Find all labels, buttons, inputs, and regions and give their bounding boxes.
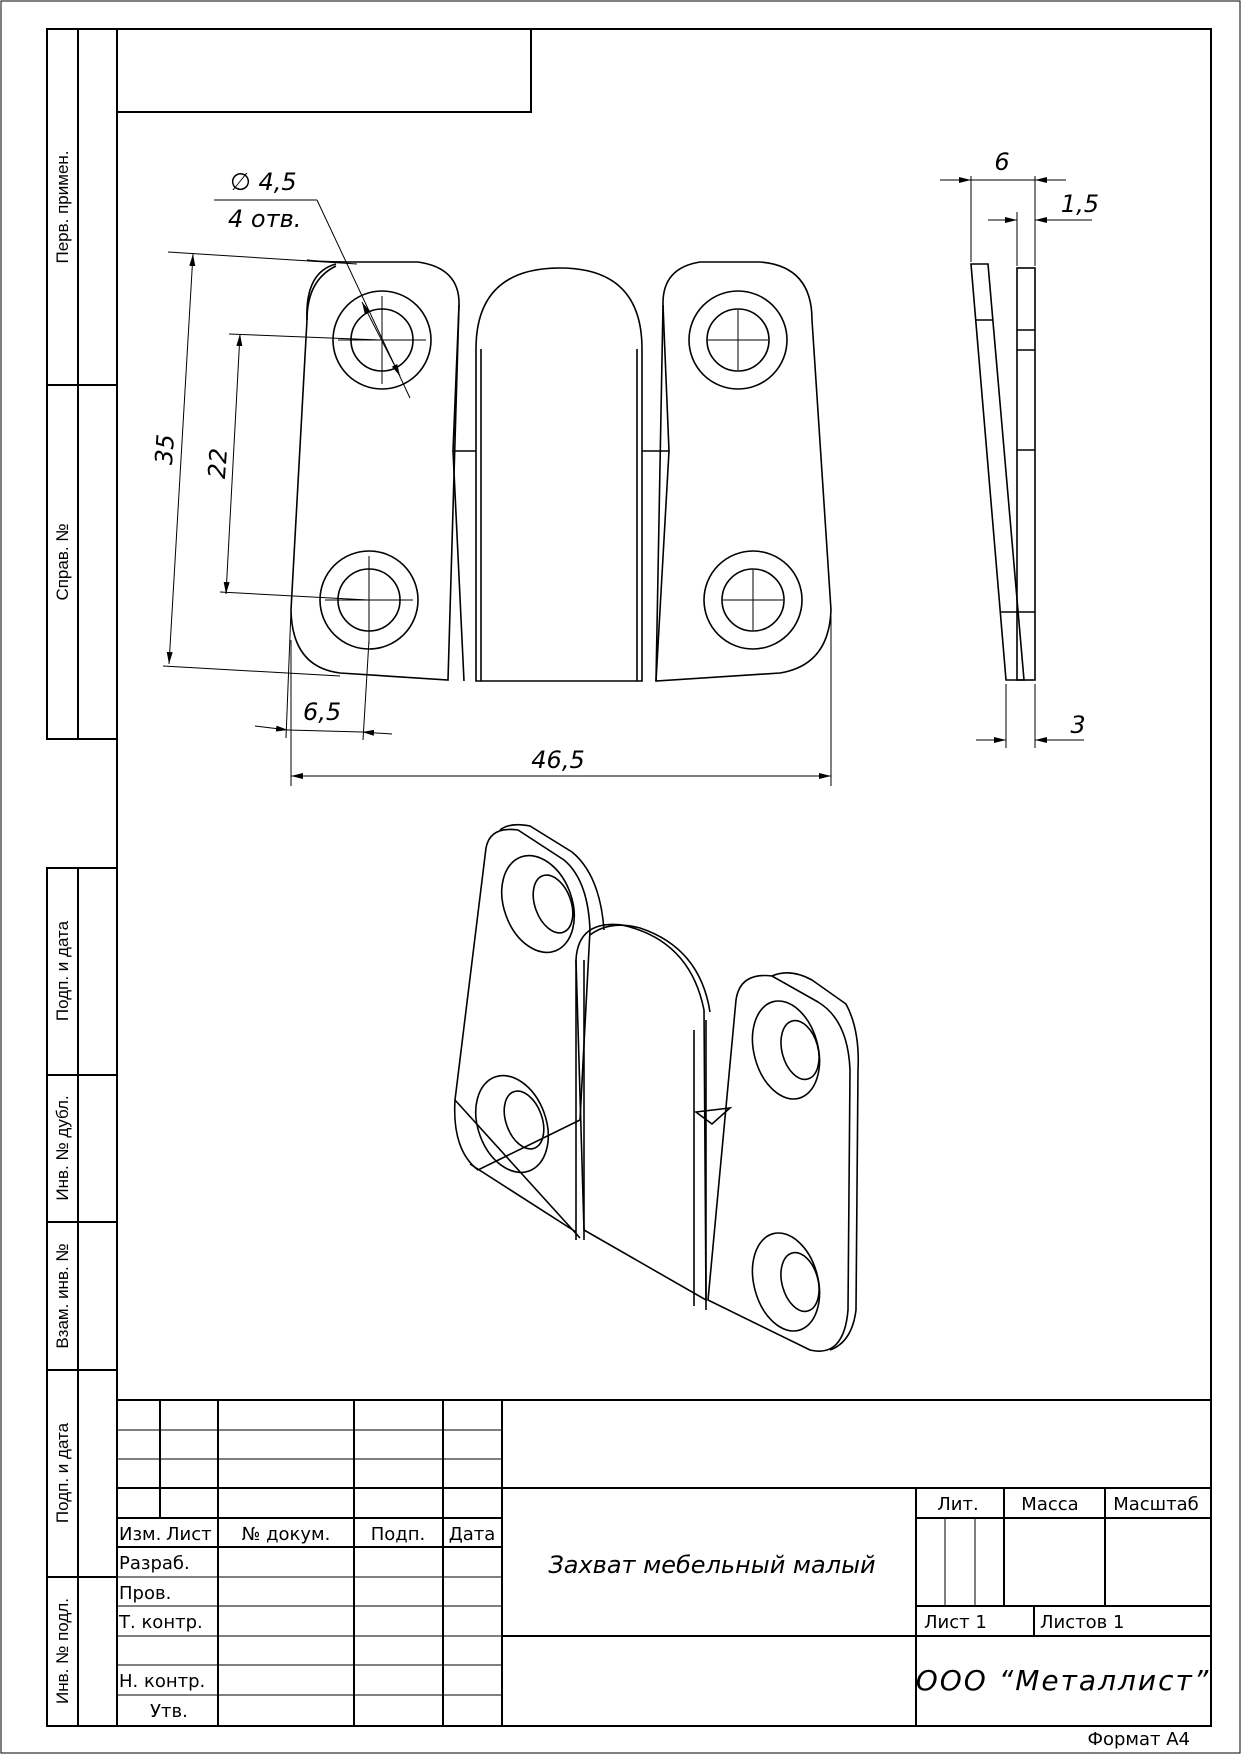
- dimensions: ∅ 4,5 4 отв. 35 22 6,5 46,5 6: [150, 148, 1099, 786]
- title-block: Изм. Лист № докум. Подп. Дата Разраб. Пр…: [117, 1399, 1211, 1750]
- side-label-inv-dubl: Инв. № дубл.: [53, 1095, 72, 1200]
- tb-col-podp: Подп.: [371, 1524, 425, 1545]
- side-label-vzam-inv: Взам. инв. №: [53, 1243, 72, 1348]
- isometric-view: [453, 823, 860, 1352]
- tb-company: ООО “Металлист”: [916, 1664, 1211, 1697]
- tb-format: Формат А4: [1087, 1729, 1190, 1750]
- tb-row-prov: Пров.: [119, 1583, 171, 1604]
- dim-width-overall: 46,5: [531, 746, 584, 774]
- tb-masshtab: Масштаб: [1113, 1494, 1199, 1515]
- tb-row-utv: Утв.: [150, 1701, 188, 1722]
- tb-row-tkontr: Т. контр.: [118, 1612, 203, 1633]
- side-label-podp-data-1: Подп. и дата: [53, 920, 72, 1021]
- tb-sheets: Листов 1: [1040, 1612, 1124, 1633]
- dim-thickness: 1,5: [1061, 190, 1099, 218]
- front-view: [290, 259, 832, 682]
- drawing-frame: [116, 28, 1212, 1727]
- tb-lit: Лит.: [937, 1494, 978, 1515]
- dim-depth: 6: [994, 148, 1009, 176]
- tb-product-name: Захват мебельный малый: [548, 1551, 875, 1579]
- side-label-perv-primen: Перв. примен.: [53, 150, 72, 263]
- tb-col-izm: Изм.: [119, 1524, 161, 1545]
- tb-massa: Масса: [1021, 1494, 1078, 1515]
- dim-hole-diameter: ∅ 4,5: [230, 168, 297, 196]
- dim-hole-spacing: 22: [203, 447, 233, 479]
- tb-sheet: Лист 1: [924, 1612, 987, 1633]
- tb-col-list: Лист: [166, 1524, 212, 1545]
- tb-row-razrab: Разраб.: [119, 1553, 190, 1574]
- tb-row-nkontr: Н. контр.: [119, 1671, 205, 1692]
- left-margin-upper: [46, 28, 118, 740]
- side-label-podp-data-2: Подп. и дата: [53, 1422, 72, 1523]
- top-left-box: [116, 28, 532, 113]
- dim-bottom-offset: 3: [1070, 711, 1085, 739]
- tb-col-data: Дата: [449, 1524, 496, 1545]
- side-label-sprav-no: Справ. №: [53, 523, 72, 600]
- dim-edge-offset: 6,5: [303, 698, 341, 726]
- dim-hole-count: 4 отв.: [228, 205, 301, 233]
- tb-col-dokum: № докум.: [242, 1524, 331, 1545]
- side-view: [970, 263, 1036, 681]
- side-label-inv-podl: Инв. № подл.: [53, 1598, 72, 1704]
- dim-height-overall: 35: [150, 433, 180, 465]
- left-margin-lower: [46, 867, 118, 1727]
